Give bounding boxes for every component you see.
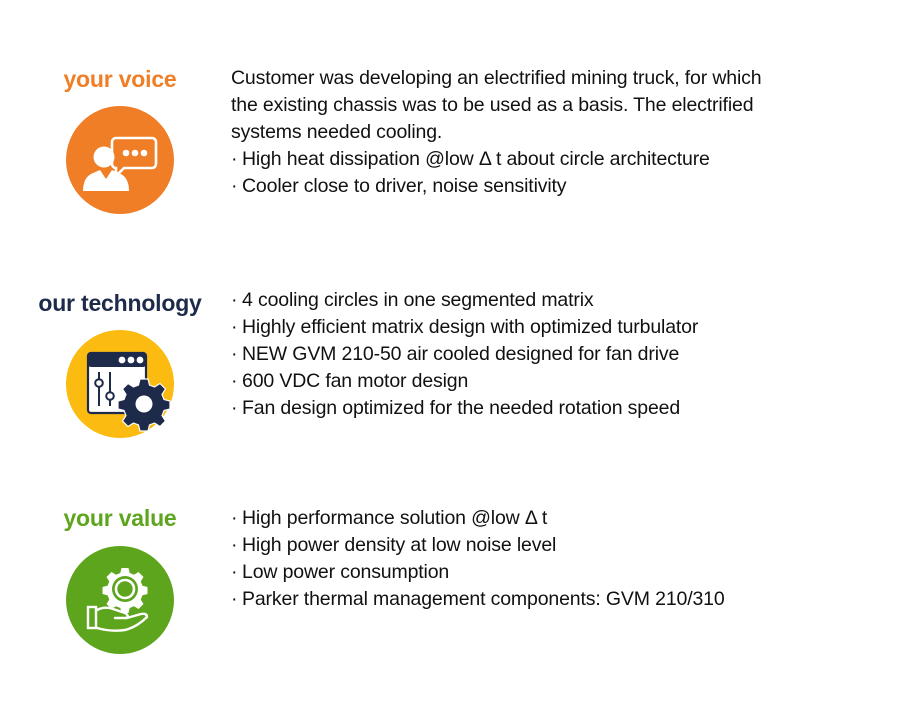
intro-line: the existing chassis was to be used as a… xyxy=(231,94,754,116)
bullet-icon: · xyxy=(231,534,238,556)
your-voice-text: Customer was developing an electrified m… xyxy=(231,65,762,200)
bullet-item: ·Highly efficient matrix design with opt… xyxy=(231,314,698,341)
bullet-item: ·Fan design optimized for the needed rot… xyxy=(231,395,698,422)
bullet-icon: · xyxy=(231,561,238,583)
speech-bubble-person-icon xyxy=(83,136,158,191)
bullet-icon: · xyxy=(231,175,238,197)
bullet-item: ·Parker thermal management components: G… xyxy=(231,586,725,613)
section-title-our-technology: our technology xyxy=(38,290,202,316)
bullet-icon: · xyxy=(231,397,238,419)
our-technology-icon-circle xyxy=(66,330,174,438)
intro-line: systems needed cooling. xyxy=(231,121,443,143)
bullet-item: ·High heat dissipation @low Δ t about ci… xyxy=(231,146,761,173)
bullet-item: ·Cooler close to driver, noise sensitivi… xyxy=(231,173,761,200)
settings-window-gear-icon xyxy=(86,351,171,432)
bullet-icon: · xyxy=(231,289,238,311)
bullet-icon: · xyxy=(231,148,238,170)
your-voice-icon-circle xyxy=(66,106,174,214)
bullet-item: ·Low power consumption xyxy=(231,559,725,586)
bullet-icon: · xyxy=(231,316,238,338)
bullet-icon: · xyxy=(231,343,238,365)
section-title-your-voice: your voice xyxy=(63,66,177,92)
bullet-item: ·4 cooling circles in one segmented matr… xyxy=(231,287,698,314)
bullet-icon: · xyxy=(231,507,238,529)
bullet-icon: · xyxy=(231,588,238,610)
bullet-item: ·High power density at low noise level xyxy=(231,532,725,559)
your-value-icon-circle xyxy=(66,546,174,654)
bullet-item: ·High performance solution @low Δ t xyxy=(231,505,725,532)
bullet-item: ·600 VDC fan motor design xyxy=(231,368,698,395)
our-technology-text: ·4 cooling circles in one segmented matr… xyxy=(231,287,698,422)
section-title-your-value: your value xyxy=(63,505,177,531)
bullet-icon: · xyxy=(231,370,238,392)
intro-line: Customer was developing an electrified m… xyxy=(231,67,762,89)
hand-holding-gear-icon xyxy=(86,568,149,632)
your-value-text: ·High performance solution @low Δ t ·Hig… xyxy=(231,505,725,613)
bullet-item: ·NEW GVM 210-50 air cooled designed for … xyxy=(231,341,698,368)
